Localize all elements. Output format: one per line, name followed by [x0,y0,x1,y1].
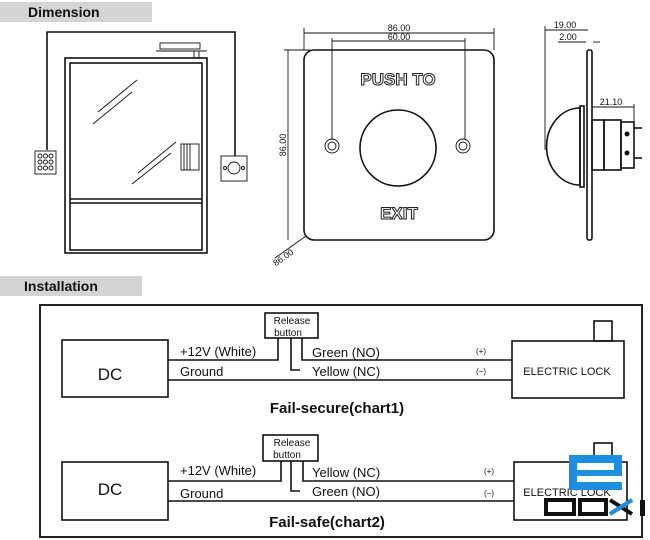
dim-rear-depth: 21.10 [600,97,623,107]
dimension-header: Dimension [0,2,152,22]
polarity-plus: (+) [484,467,494,476]
chart-caption: Fail-secure(chart1) [270,400,404,417]
dim-height: 86.00 [278,134,288,157]
dc-power-label: DC [98,365,123,384]
installation-title: Installation [24,278,98,294]
plate-text-push-to: PUSH TO [360,70,435,89]
wire-plus-12v: +12V (White) [180,463,256,478]
side-view-drawing: 19.00 2.00 21.10 [544,20,642,241]
dimension-title: Dimension [28,4,100,20]
installation-header: Installation [0,276,142,296]
release-button-label-2: button [274,328,302,339]
dc-power-label: DC [98,480,123,499]
polarity-minus: (−) [476,367,486,376]
exit-button-icon [220,155,248,182]
electric-lock-label: ELECTRIC LOCK [523,366,611,378]
dim-width: 86.00 [388,23,411,33]
door-closer-icon [156,42,207,59]
dim-hole-spacing: 60.00 [388,32,411,42]
front-plate-drawing: PUSH TO EXIT 86.00 60.00 86.00 86.00 [271,23,495,268]
wire-upper: Yellow (NC) [312,465,380,480]
door-handle-icon [180,143,200,171]
release-button-label-2: button [273,450,301,461]
door-illustration [34,31,248,254]
polarity-minus: (−) [484,489,494,498]
chart-caption: Fail-safe(chart2) [269,514,385,531]
daxi-logo [544,455,645,516]
dim-plate-thickness: 2.00 [559,32,577,42]
wire-upper: Green (NO) [312,345,380,360]
wire-plus-12v: +12V (White) [180,344,256,359]
plate-text-exit: EXIT [380,204,418,223]
wire-ground: Ground [180,364,223,379]
wire-lower: Green (NO) [312,484,380,499]
polarity-plus: (+) [476,347,486,356]
installation-frame [39,304,643,538]
wire-lower: Yellow (NC) [312,364,380,379]
keypad-icon [34,150,57,175]
release-button-label: Release [274,316,311,327]
dim-depth: 19.00 [554,20,577,30]
dim-diagonal: 86.00 [271,247,295,268]
wiring-chart-fail-secure: DC Release button +12V (White) Ground Gr… [61,312,625,417]
release-button-label: Release [274,438,311,449]
wiring-chart-fail-safe: DC Release button +12V (White) Ground Ye… [61,434,628,531]
wire-ground: Ground [180,486,223,501]
